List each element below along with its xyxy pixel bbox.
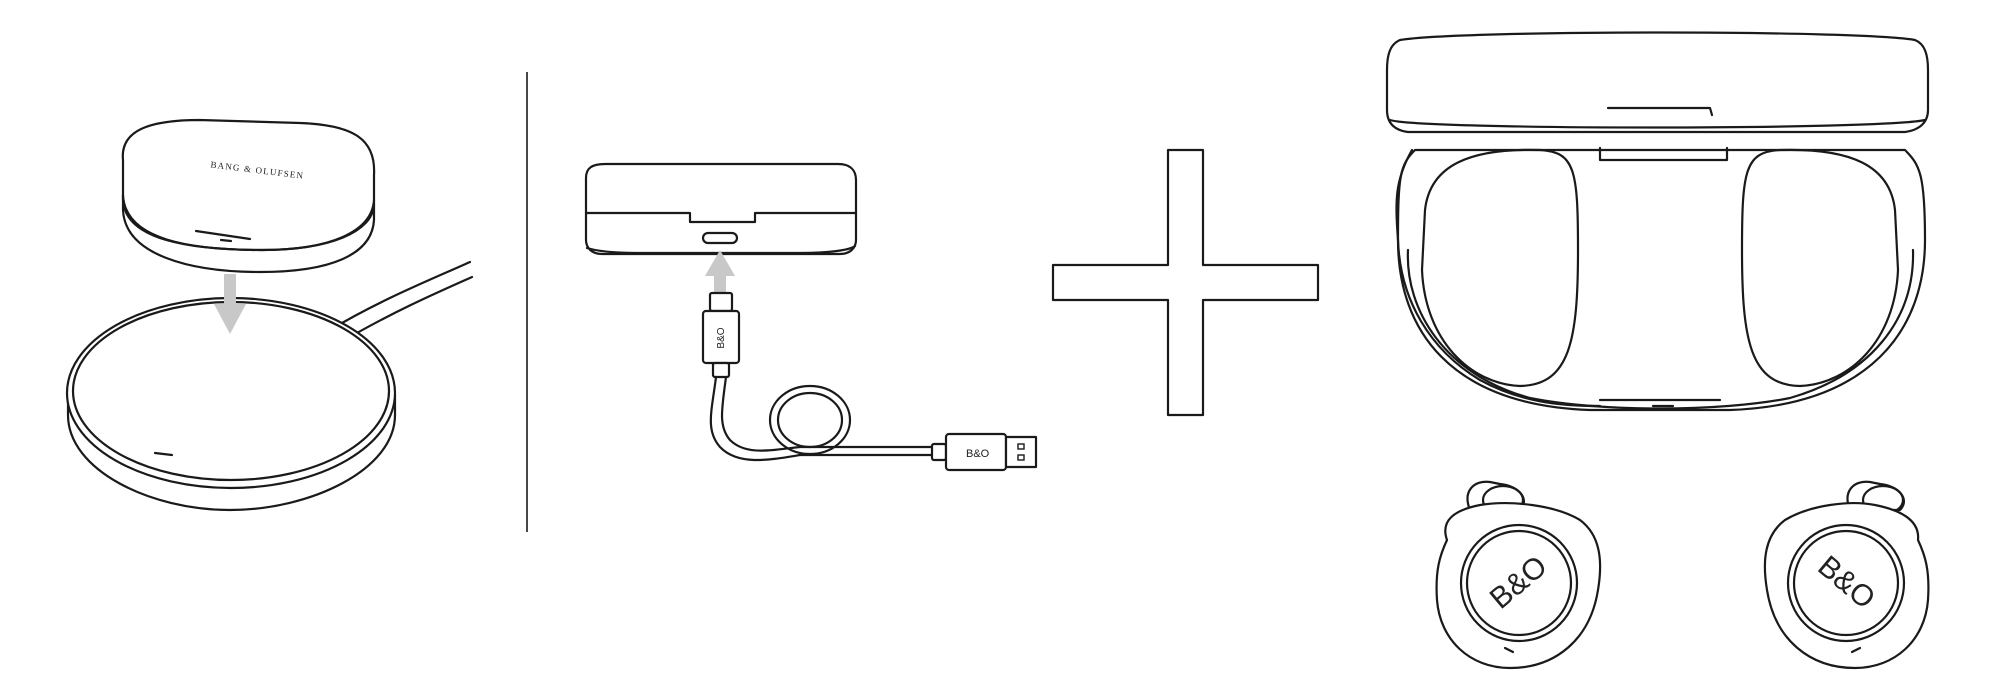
- closed-charging-case: BANG & OLUFSEN: [121, 118, 376, 274]
- usb-cable: [709, 375, 934, 462]
- plus-icon: [1051, 148, 1320, 417]
- usb-c-port: [701, 231, 739, 245]
- right-earbud: B&O: [1763, 480, 1930, 670]
- case-lid: [1385, 31, 1930, 134]
- usb-a-plug: B&O: [930, 432, 1038, 472]
- wireless-charging-pad: [65, 296, 397, 512]
- case-base: [1395, 146, 1927, 412]
- open-case-panel: B&O B&O: [1385, 31, 1930, 670]
- case-hinge-seam: [194, 229, 252, 241]
- connector-logo-mark: B&O: [716, 327, 727, 348]
- left-earbud: B&O: [1435, 480, 1602, 670]
- pad-led-indicator: [153, 451, 174, 457]
- down-arrow-icon: [214, 274, 246, 334]
- case-led-indicator: [219, 238, 233, 243]
- right-earbud-cradle: [1740, 148, 1900, 388]
- usb-c-connector: B&O: [701, 291, 741, 379]
- left-earbud-cradle: [1420, 148, 1580, 388]
- wireless-charging-panel: BANG & OLUFSEN: [65, 118, 474, 512]
- usb-charging-panel: B&O B&O: [584, 162, 1038, 472]
- case-back-view: [584, 162, 858, 256]
- plug-logo-mark: B&O: [966, 448, 990, 460]
